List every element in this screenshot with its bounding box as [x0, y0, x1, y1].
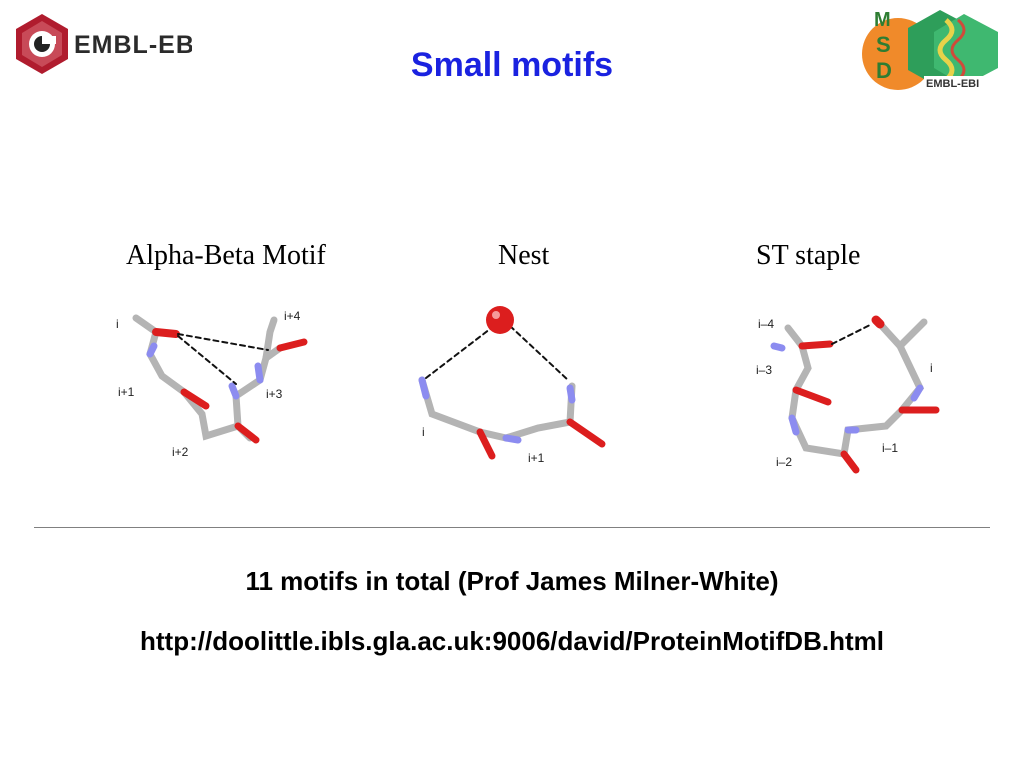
- st-staple-motif-structure: i–4 i–3 i–2 i–1 i: [756, 315, 940, 474]
- embl-ebi-logo-text: EMBL-EBI: [74, 31, 192, 59]
- residue-label-i-plus-1: i+1: [118, 385, 135, 399]
- msd-letter-m: M: [874, 9, 891, 31]
- residue-label-i-minus-3: i–3: [756, 363, 772, 377]
- embl-ebi-logo: EMBL-EBI: [12, 12, 202, 76]
- msd-hexagon-pattern-icon: [862, 10, 998, 90]
- residue-label-i-plus-3: i+3: [266, 387, 283, 401]
- residue-label-i-plus-1: i+1: [528, 451, 545, 465]
- msd-letter-s: S: [876, 32, 891, 57]
- residue-label-i-minus-2: i–2: [776, 455, 792, 469]
- embl-hexagon-logo-icon: [16, 14, 68, 74]
- motif-label-nest: Nest: [498, 240, 550, 271]
- msd-logo: M S D EMBL-EBI: [858, 6, 1014, 92]
- protein-motif-db-url: http://doolittle.ibls.gla.ac.uk:9006/dav…: [140, 626, 884, 656]
- alpha-beta-motif-structure: i i+1 i+2 i+3 i+4: [116, 309, 308, 459]
- residue-label-i: i: [116, 317, 119, 331]
- residue-label-i-plus-2: i+2: [172, 445, 189, 459]
- oxygen-atom-icon: [486, 306, 514, 334]
- msd-letter-d: D: [876, 58, 892, 83]
- motif-label-st-staple: ST staple: [756, 240, 861, 271]
- residue-label-i-minus-4: i–4: [758, 317, 774, 331]
- section-divider: [34, 527, 990, 528]
- residue-label-i-plus-4: i+4: [284, 309, 301, 323]
- nest-motif-structure: i i+1: [418, 306, 606, 465]
- motif-label-alpha-beta: Alpha-Beta Motif: [126, 240, 326, 271]
- msd-embl-ebi-text: EMBL-EBI: [926, 78, 979, 90]
- motifs-total-text: 11 motifs in total (Prof James Milner-Wh…: [245, 566, 779, 596]
- slide-title: Small motifs: [410, 46, 614, 84]
- residue-label-i: i: [422, 425, 425, 439]
- residue-label-i-minus-1: i–1: [882, 441, 898, 455]
- residue-label-i: i: [930, 361, 933, 375]
